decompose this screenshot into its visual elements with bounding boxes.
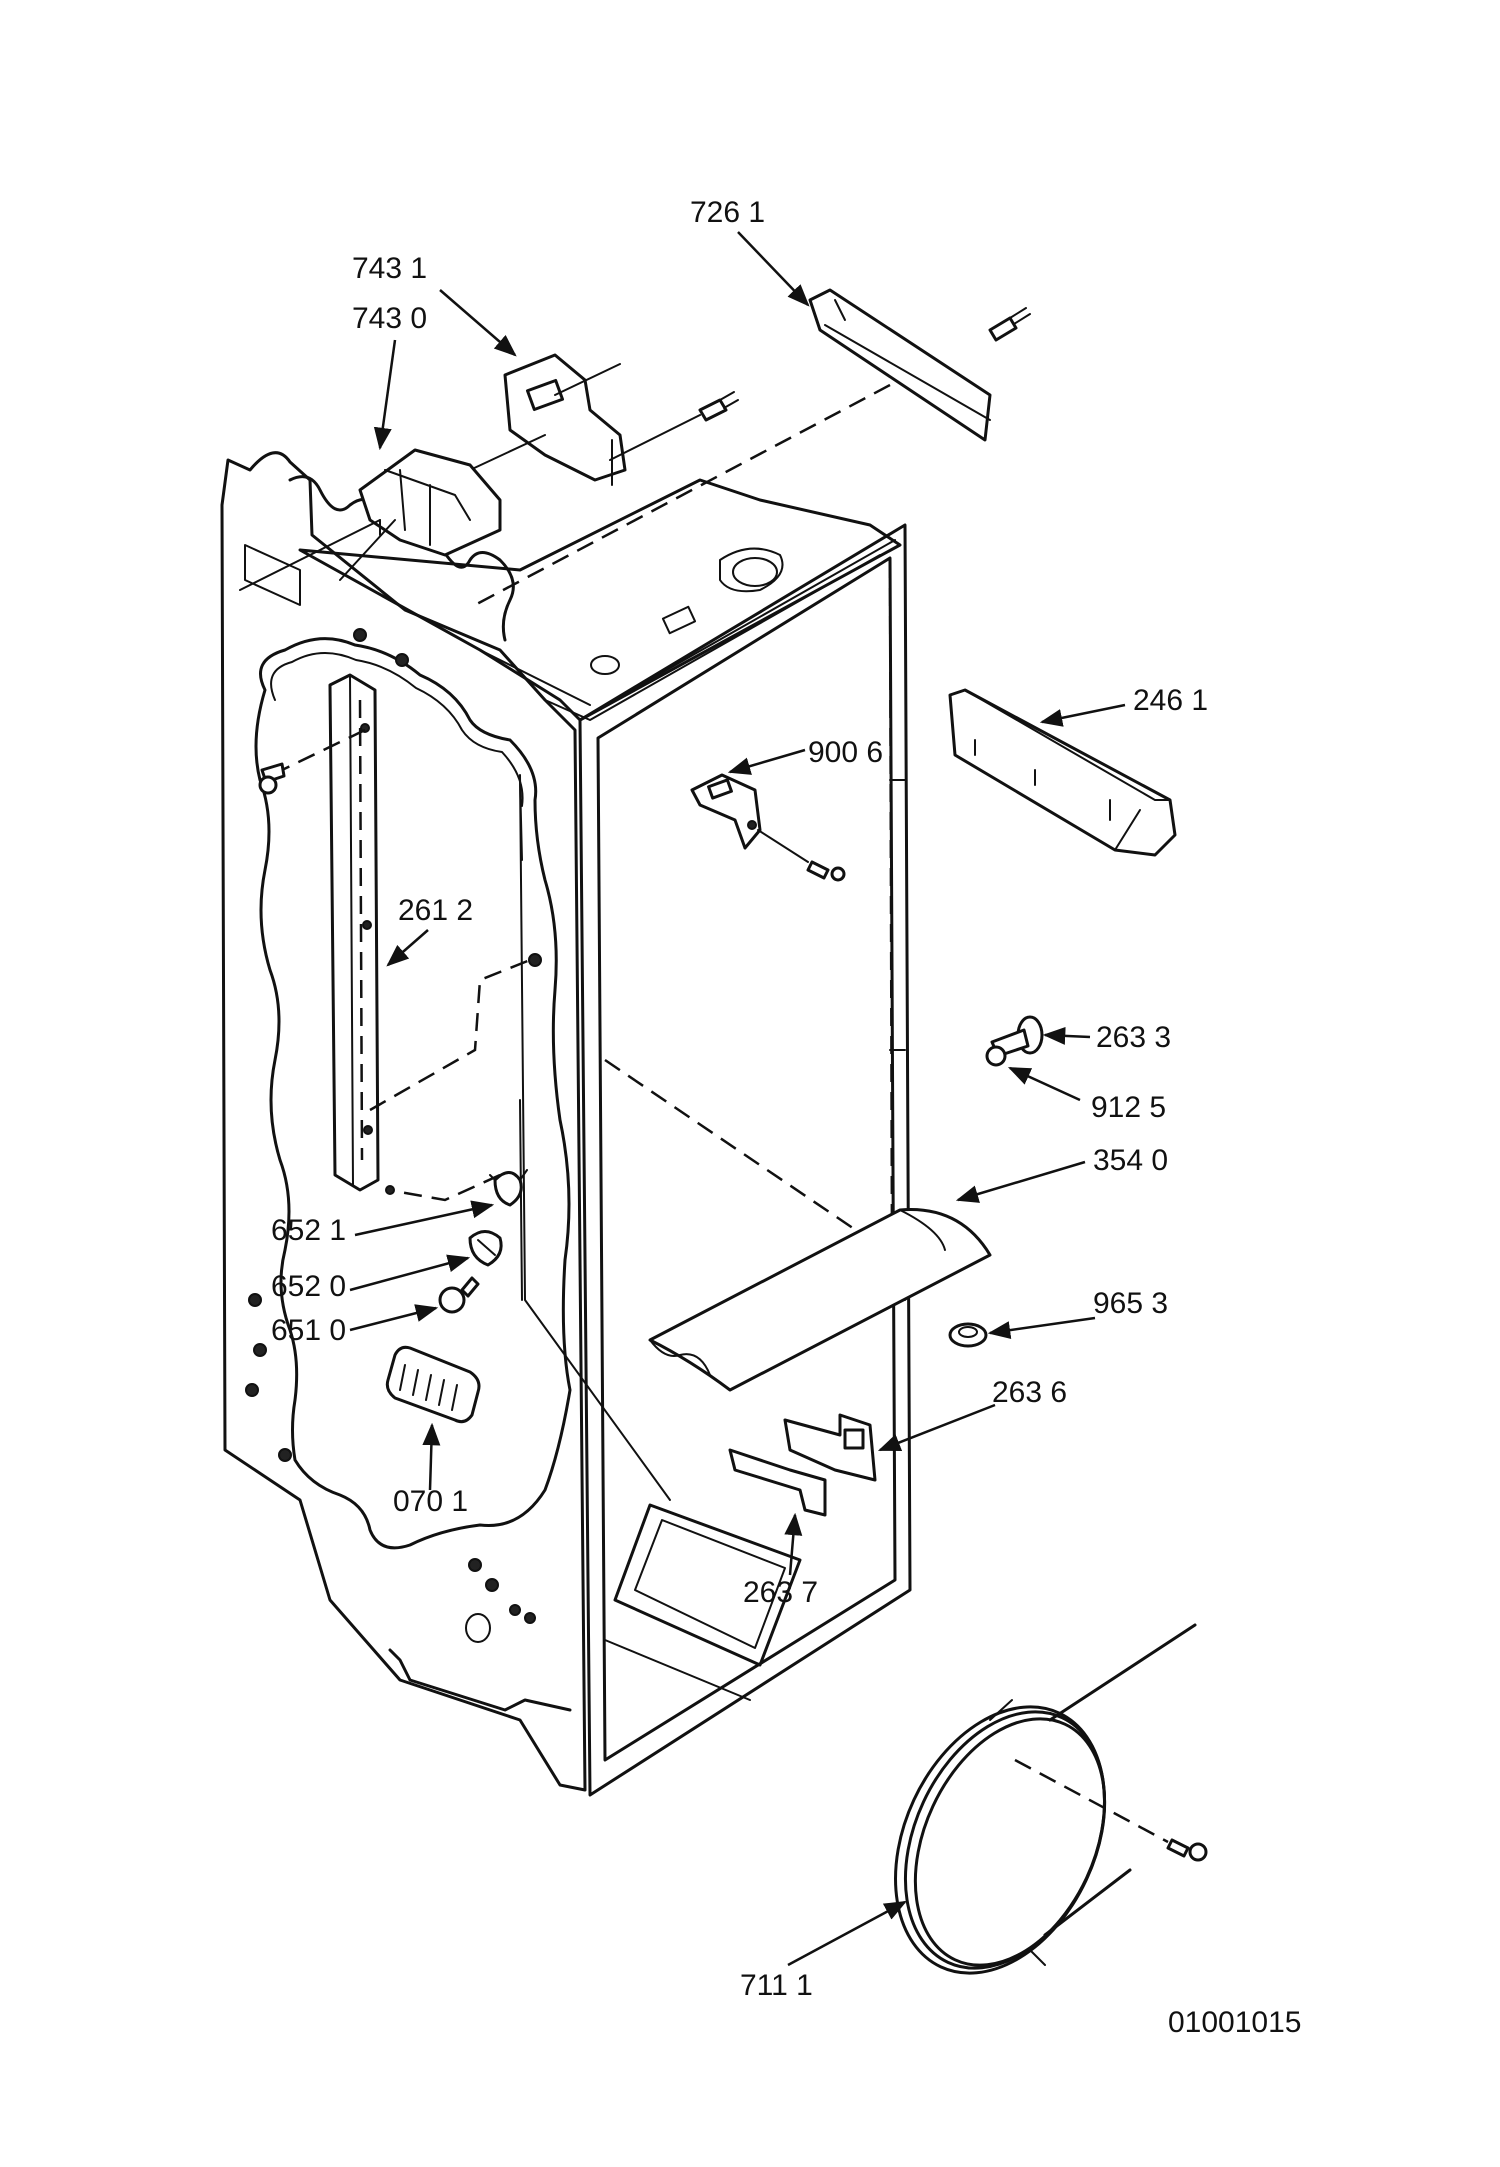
part-0701-grille [385,1345,481,1424]
part-6520-socket [468,1230,503,1267]
label-6520: 652 0 [271,1270,346,1303]
label-7261: 726 1 [690,196,765,229]
part-7430-control-housing [239,448,502,591]
screw-7111 [1014,1758,1208,1862]
part-9653-grommet [948,1322,988,1348]
part-labels: 726 1 743 1 743 0 246 1 900 6 261 2 263 … [271,196,1301,2039]
screw-2612 [258,762,286,795]
label-3540: 354 0 [1093,1144,1168,1177]
label-2636: 263 6 [992,1376,1067,1409]
leader-lines [349,231,1126,1967]
part-2612-vertical-rail [281,673,536,1192]
label-2637: 263 7 [743,1576,818,1609]
label-9653: 965 3 [1093,1287,1168,1320]
screw-7261 [988,307,1031,342]
label-2633: 263 3 [1096,1021,1171,1054]
label-0701: 070 1 [393,1485,468,1518]
drawing-id: 01001015 [1168,2006,1301,2039]
label-7430: 743 0 [352,302,427,335]
label-6510: 651 0 [271,1314,346,1347]
label-6521: 652 1 [271,1214,346,1247]
part-9006-bracket [690,773,762,850]
refrigerator-cabinet [220,451,912,1797]
label-2612: 261 2 [398,894,473,927]
label-9006: 900 6 [808,736,883,769]
part-3540-shield [648,1208,992,1392]
part-2637-bracket [728,1448,827,1517]
part-7261-rail [474,288,992,607]
part-7431-bracket [469,353,627,486]
part-2633-bumper [985,1015,1044,1067]
screw-7431 [609,391,739,461]
part-6510-bulb [438,1276,480,1314]
label-7431: 743 1 [352,252,427,285]
label-2461: 246 1 [1133,684,1208,717]
part-7111-tubing-coil [894,1623,1197,1975]
part-2636-bracket [783,1413,877,1482]
label-7111: 711 1 [740,1969,813,2002]
part-6521-clip [399,1169,528,1207]
screw-9006 [757,829,846,882]
part-2461-channel [948,688,1177,857]
label-9125: 912 5 [1091,1091,1166,1124]
